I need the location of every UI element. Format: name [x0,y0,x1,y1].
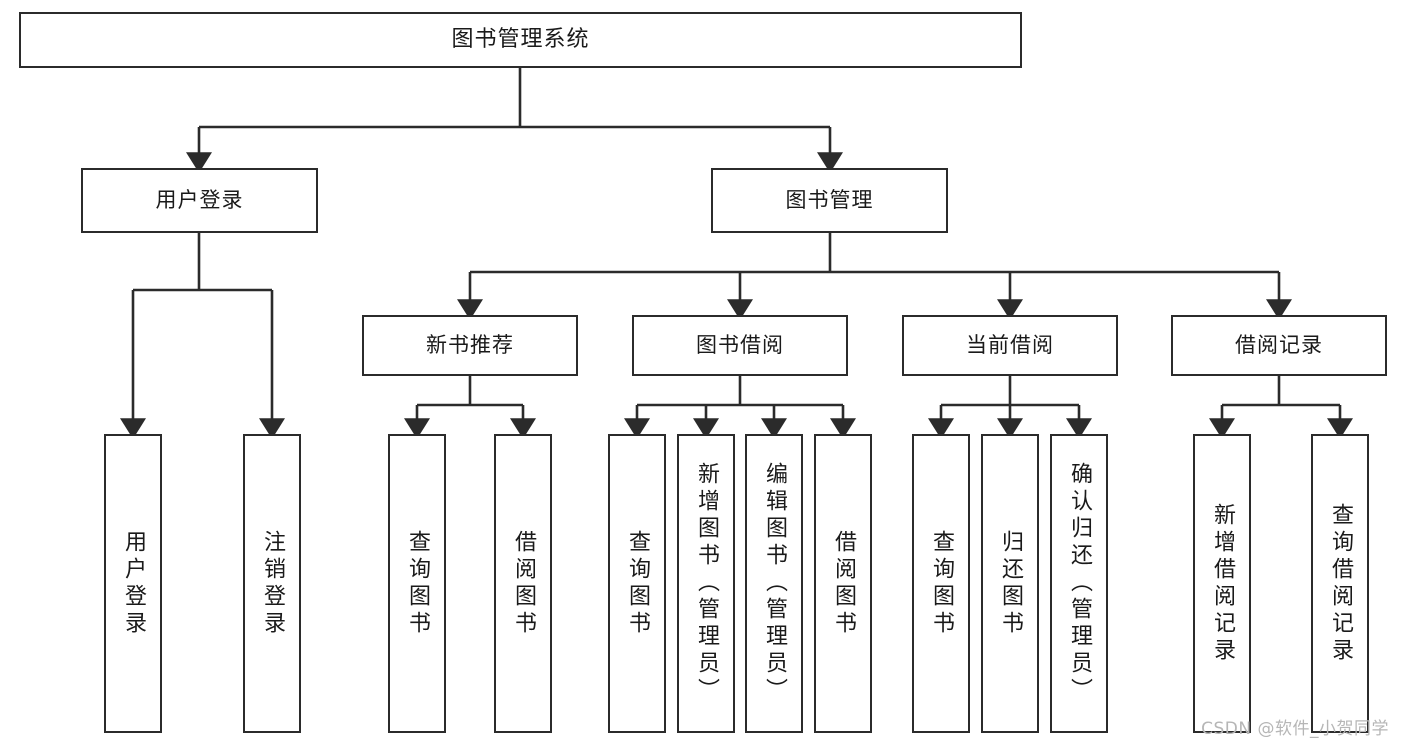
leaf-borrow-record-add[interactable]: 新增借阅记录 [1193,434,1251,733]
node-label: 图书借阅 [696,333,784,358]
leaf-current-borrow-query[interactable]: 查询图书 [912,434,970,733]
node-book-borrow[interactable]: 图书借阅 [632,315,848,376]
node-book-management[interactable]: 图书管理 [711,168,948,233]
node-label: 新书推荐 [426,333,514,358]
node-label: 确认归还（管理员） [1067,462,1092,705]
node-label: 查询图书 [625,529,650,638]
leaf-new-book-borrow[interactable]: 借阅图书 [494,434,552,733]
node-label: 查询图书 [929,529,954,638]
node-borrow-record[interactable]: 借阅记录 [1171,315,1387,376]
node-user-login[interactable]: 用户登录 [81,168,318,233]
leaf-new-book-query[interactable]: 查询图书 [388,434,446,733]
node-label: 查询图书 [405,529,430,638]
leaf-borrow-record-query[interactable]: 查询借阅记录 [1311,434,1369,733]
leaf-current-borrow-confirm-return[interactable]: 确认归还（管理员） [1050,434,1108,733]
leaf-user-login-logout[interactable]: 注销登录 [243,434,301,733]
node-label: 借阅记录 [1235,333,1323,358]
leaf-book-borrow-edit[interactable]: 编辑图书（管理员） [745,434,803,733]
leaf-book-borrow-query[interactable]: 查询图书 [608,434,666,733]
leaf-user-login-login[interactable]: 用户登录 [104,434,162,733]
node-current-borrow[interactable]: 当前借阅 [902,315,1118,376]
node-label: 新增图书（管理员） [694,462,719,705]
watermark: CSDN @软件_小贺同学 [1201,719,1389,739]
node-label: 借阅图书 [511,529,536,638]
node-label: 注销登录 [260,529,285,638]
leaf-book-borrow-add[interactable]: 新增图书（管理员） [677,434,735,733]
leaf-book-borrow-borrow[interactable]: 借阅图书 [814,434,872,733]
leaf-current-borrow-return[interactable]: 归还图书 [981,434,1039,733]
node-label: 查询借阅记录 [1328,502,1353,665]
node-label: 用户登录 [121,529,146,638]
node-label: 图书管理 [785,188,874,213]
node-label: 归还图书 [998,529,1023,638]
node-label: 新增借阅记录 [1210,502,1235,665]
node-label: 图书管理系统 [451,27,590,53]
node-root-book-management-system[interactable]: 图书管理系统 [19,12,1022,68]
node-label: 用户登录 [155,188,244,213]
node-label: 编辑图书（管理员） [762,462,787,705]
node-new-book-recommend[interactable]: 新书推荐 [362,315,578,376]
node-label: 当前借阅 [966,333,1054,358]
node-label: 借阅图书 [831,529,856,638]
